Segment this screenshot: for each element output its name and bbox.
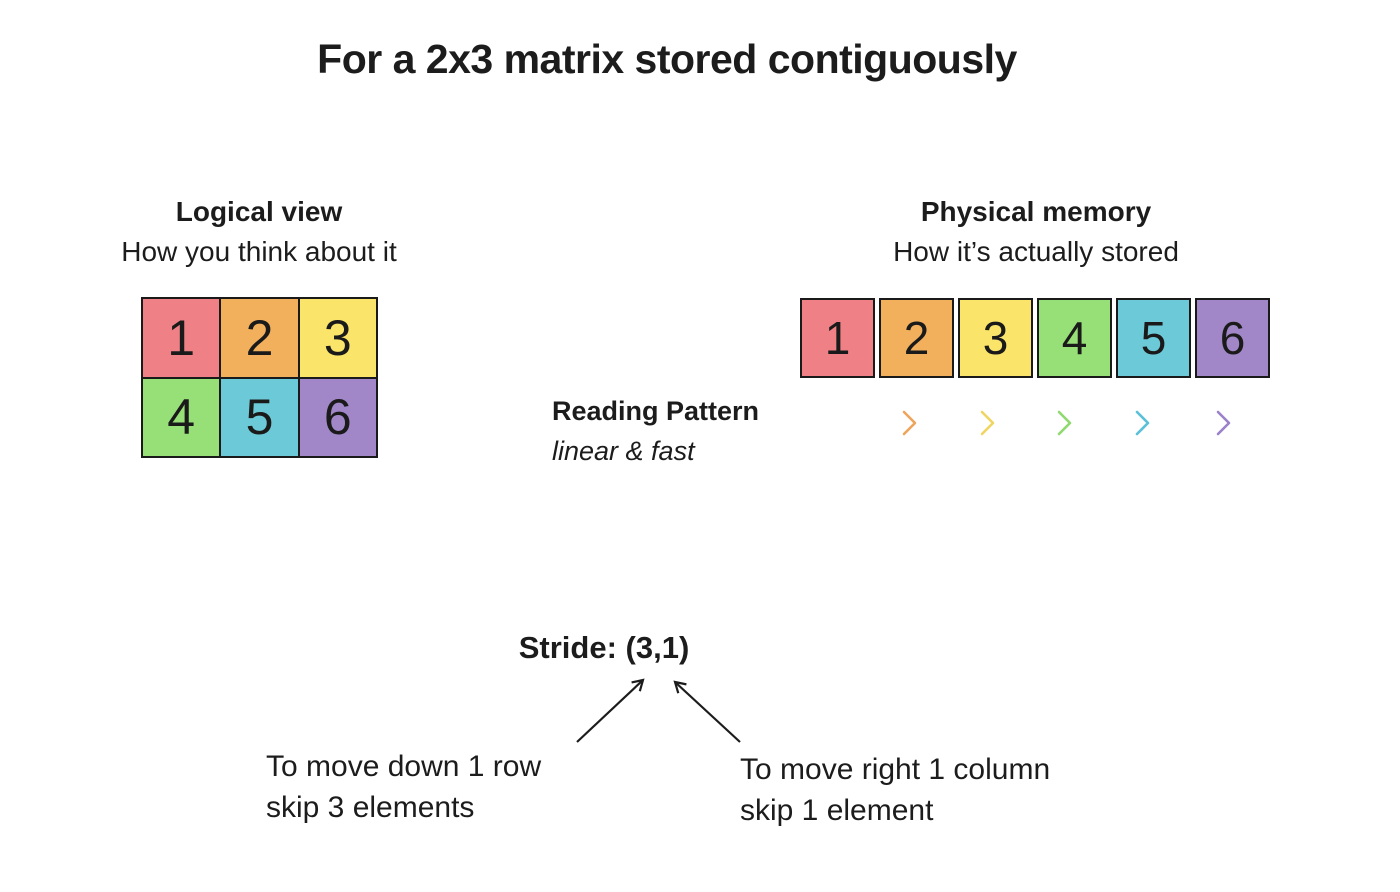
stride-row-note-line1: To move down 1 row xyxy=(266,750,542,783)
logical-cell-1: 1 xyxy=(142,298,221,378)
physical-memory-subheading: How it’s actually stored xyxy=(893,236,1179,267)
physical-cell-5: 5 xyxy=(1116,298,1191,378)
stride-column-note-line2: skip 1 element xyxy=(740,794,934,827)
page-title: For a 2x3 matrix stored contiguously xyxy=(317,36,1017,82)
physical-cell-2: 2 xyxy=(879,298,954,378)
physical-memory-row: 1 2 3 4 5 6 xyxy=(800,298,1270,378)
stride-label: Stride: (3,1) xyxy=(518,630,690,665)
stride-pointer-arrows-icon xyxy=(576,678,741,743)
logical-matrix-grid: 1 2 3 4 5 6 xyxy=(141,297,378,458)
physical-cell-1: 1 xyxy=(800,298,875,378)
logical-cell-6: 6 xyxy=(298,377,377,457)
logical-cell-5: 5 xyxy=(220,377,299,457)
stride-column-note: To move right 1 column skip 1 element xyxy=(740,749,1050,831)
physical-cell-4: 4 xyxy=(1037,298,1112,378)
logical-cell-4: 4 xyxy=(142,377,221,457)
reading-pattern-heading: Reading Pattern xyxy=(552,396,760,426)
logical-cell-3: 3 xyxy=(298,298,377,378)
reading-pattern-subheading: linear & fast xyxy=(552,436,695,466)
logical-cell-2: 2 xyxy=(220,298,299,378)
logical-view-heading: Logical view xyxy=(175,196,343,227)
physical-cell-6: 6 xyxy=(1195,298,1270,378)
stride-row-note: To move down 1 row skip 3 elements xyxy=(266,746,541,828)
stride-row-note-line2: skip 3 elements xyxy=(266,791,475,824)
rainbow-reading-arrow-icon xyxy=(841,410,1231,436)
physical-cell-3: 3 xyxy=(958,298,1033,378)
physical-memory-heading: Physical memory xyxy=(920,196,1152,227)
logical-view-subheading: How you think about it xyxy=(121,236,397,267)
stride-column-note-line1: To move right 1 column xyxy=(740,753,1051,786)
